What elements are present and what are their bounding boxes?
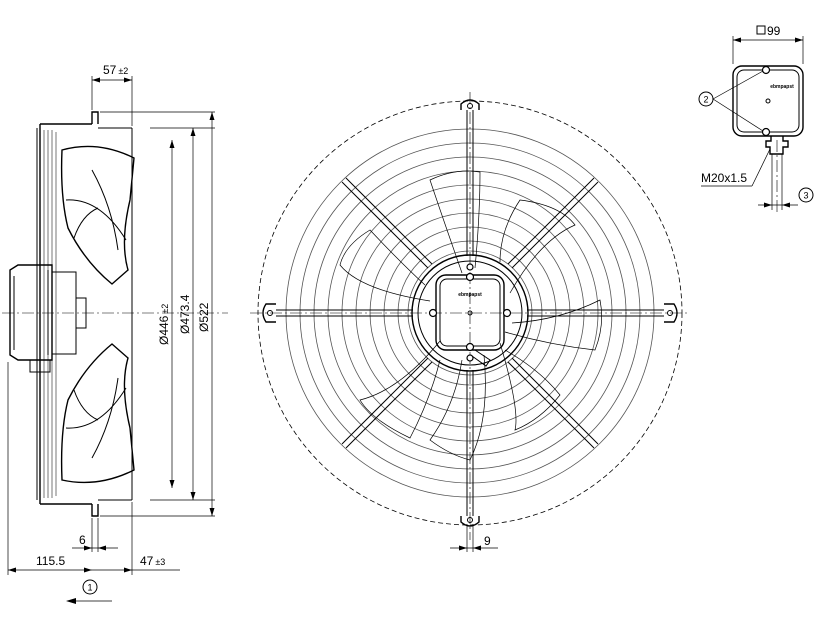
dim-47: 47 <box>140 554 154 568</box>
svg-text:57±2: 57±2 <box>103 63 128 77</box>
dim-dia-446-tol: ±2 <box>160 304 170 314</box>
svg-text:Ø446±2: Ø446±2 <box>157 304 171 345</box>
front-view: ebmpapst 9 <box>250 92 690 552</box>
dim-57: 57 <box>103 63 117 77</box>
dim-99: 99 <box>767 24 781 38</box>
callout-3: 3 <box>803 191 808 201</box>
dim-57-tol: ±2 <box>118 66 128 76</box>
cable-gland-label: M20x1.5 <box>701 171 747 185</box>
side-view: Ø446±2 Ø473.4 Ø522 57±2 6 115.5 47±3 1 <box>2 63 228 604</box>
foot-bottom <box>460 516 480 527</box>
dim-dia-446: Ø446 <box>157 315 171 345</box>
dim-47-tol: ±3 <box>155 557 165 567</box>
dim-dia-473: Ø473.4 <box>178 294 192 334</box>
detail-brand-label: ebmpapst <box>770 84 794 90</box>
dim-dia-522: Ø522 <box>197 302 211 332</box>
callout-2: 2 <box>703 95 708 105</box>
svg-text:47±3: 47±3 <box>140 554 165 568</box>
dim-6: 6 <box>79 533 86 547</box>
foot-left <box>262 303 276 323</box>
dim-115-5: 115.5 <box>36 554 65 568</box>
lower-blade <box>60 343 135 484</box>
dim-9: 9 <box>484 534 491 548</box>
callout-1: 1 <box>87 583 92 593</box>
terminal-box-detail: ebmpapst 99 2 M20x1.5 3 <box>698 24 814 212</box>
upper-blade <box>60 145 135 285</box>
brand-label: ebmpapst <box>458 292 482 298</box>
